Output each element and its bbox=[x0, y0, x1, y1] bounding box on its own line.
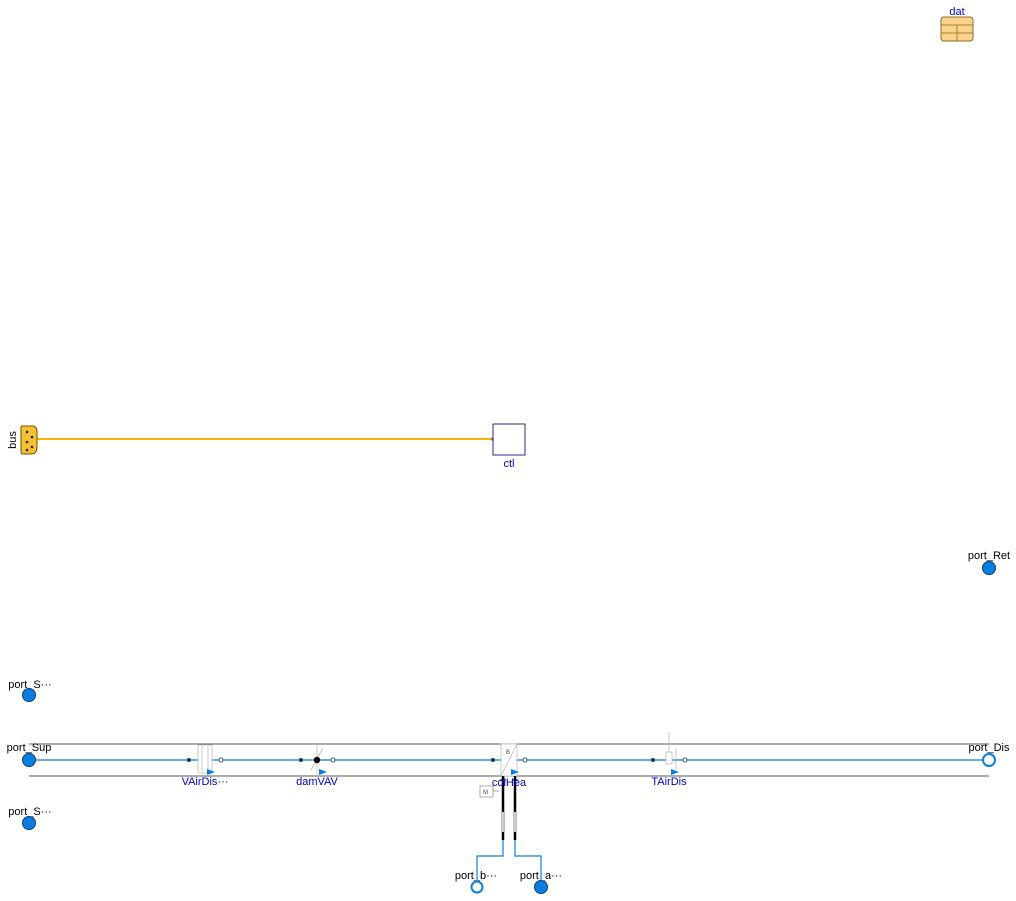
dat-label: dat bbox=[949, 6, 964, 18]
ctl-block[interactable]: ctl bbox=[492, 423, 526, 470]
bus-connector-icon bbox=[20, 425, 38, 455]
fluid-port-icon bbox=[470, 880, 484, 894]
port-dis[interactable]: port_Dis bbox=[969, 742, 1010, 767]
port-s-top-label: port_S··· bbox=[8, 679, 51, 691]
fluid-port-icon bbox=[982, 753, 996, 767]
coihea-label: coiHea bbox=[492, 777, 527, 789]
damper-pivot bbox=[313, 756, 321, 764]
port-sup[interactable]: port_Sup bbox=[7, 742, 52, 767]
port-a-dot bbox=[299, 758, 303, 762]
dat-record[interactable]: dat bbox=[940, 6, 974, 42]
fluid-port-icon bbox=[22, 688, 36, 702]
damvav-damper[interactable]: damVAV bbox=[296, 744, 339, 788]
port-b-dot bbox=[218, 757, 224, 763]
port-a-label: port_a··· bbox=[520, 870, 562, 882]
port-a-dot bbox=[491, 758, 495, 762]
tairdis-label: TAirDis bbox=[651, 776, 687, 788]
port-b-label: port_b··· bbox=[455, 870, 497, 882]
coil-motor-box bbox=[479, 785, 494, 798]
record-icon bbox=[940, 16, 974, 42]
vairdis-label: VAirDis··· bbox=[182, 776, 229, 788]
ctl-label: ctl bbox=[504, 458, 515, 470]
port-b-dot bbox=[522, 757, 528, 763]
coil-b-label: B bbox=[506, 750, 510, 756]
port-dis-label: port_Dis bbox=[969, 742, 1010, 754]
fluid-port-icon bbox=[534, 880, 548, 894]
port-s-bottom[interactable]: port_S··· bbox=[8, 806, 52, 830]
hydronic-return-line[interactable] bbox=[476, 840, 504, 881]
coil-m-label: M bbox=[483, 790, 488, 796]
vairdis-sensor[interactable]: VAirDis··· bbox=[182, 744, 229, 788]
tairdis-sensor[interactable]: TAirDis bbox=[651, 732, 688, 788]
fluid-port-icon bbox=[22, 816, 36, 830]
port-b[interactable]: port_b··· bbox=[455, 870, 497, 894]
bus-connector[interactable]: bus bbox=[7, 425, 38, 455]
port-a-dot bbox=[651, 758, 655, 762]
port-ret-label: port_Ret bbox=[968, 550, 1010, 562]
port-a-dot bbox=[187, 758, 191, 762]
coihea-coil[interactable]: B M coiHea bbox=[479, 743, 528, 840]
port-s-bottom-label: port_S··· bbox=[8, 806, 51, 818]
fluid-port-icon bbox=[22, 753, 36, 767]
port-s-top[interactable]: port_S··· bbox=[8, 679, 52, 702]
hydronic-supply-line[interactable] bbox=[514, 840, 542, 881]
port-ret[interactable]: port_Ret bbox=[968, 550, 1010, 575]
port-sup-label: port_Sup bbox=[7, 742, 52, 754]
bus-label: bus bbox=[7, 431, 19, 449]
port-b-dot bbox=[682, 757, 688, 763]
port-a[interactable]: port_a··· bbox=[520, 870, 562, 894]
fluid-port-icon bbox=[982, 561, 996, 575]
damvav-label: damVAV bbox=[296, 776, 338, 788]
port-b-dot bbox=[330, 757, 336, 763]
